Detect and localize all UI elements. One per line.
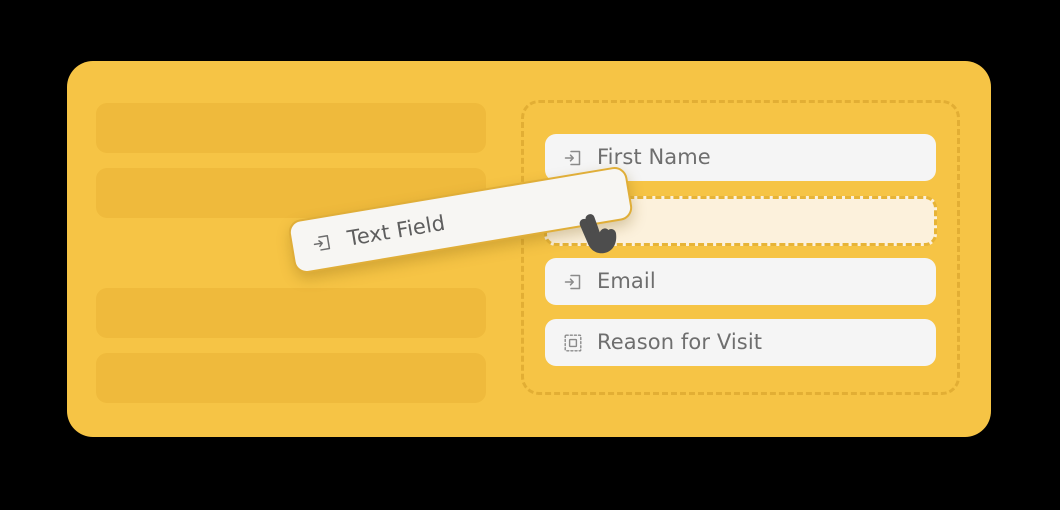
text-field-icon bbox=[563, 272, 583, 292]
pointing-hand-cursor bbox=[574, 209, 622, 265]
text-field-icon bbox=[563, 148, 583, 168]
placeholder-bar[interactable] bbox=[96, 288, 486, 338]
drag-chip-label: Text Field bbox=[345, 210, 447, 251]
drop-zone-container[interactable] bbox=[521, 100, 960, 395]
component-placeholder-icon bbox=[563, 333, 583, 353]
placeholder-bar[interactable] bbox=[96, 353, 486, 403]
form-field-reason-for-visit[interactable]: Reason for Visit bbox=[545, 319, 936, 366]
text-field-icon bbox=[310, 232, 333, 255]
form-field-label: Email bbox=[597, 269, 656, 293]
form-field-label: Reason for Visit bbox=[597, 330, 763, 354]
dragged-text-field-chip[interactable]: Text Field bbox=[286, 165, 635, 275]
form-builder-canvas: First Name Email Reason fo bbox=[67, 61, 991, 437]
form-field-email[interactable]: Email bbox=[545, 258, 936, 305]
form-field-label: First Name bbox=[597, 145, 711, 169]
placeholder-bar[interactable] bbox=[96, 103, 486, 153]
